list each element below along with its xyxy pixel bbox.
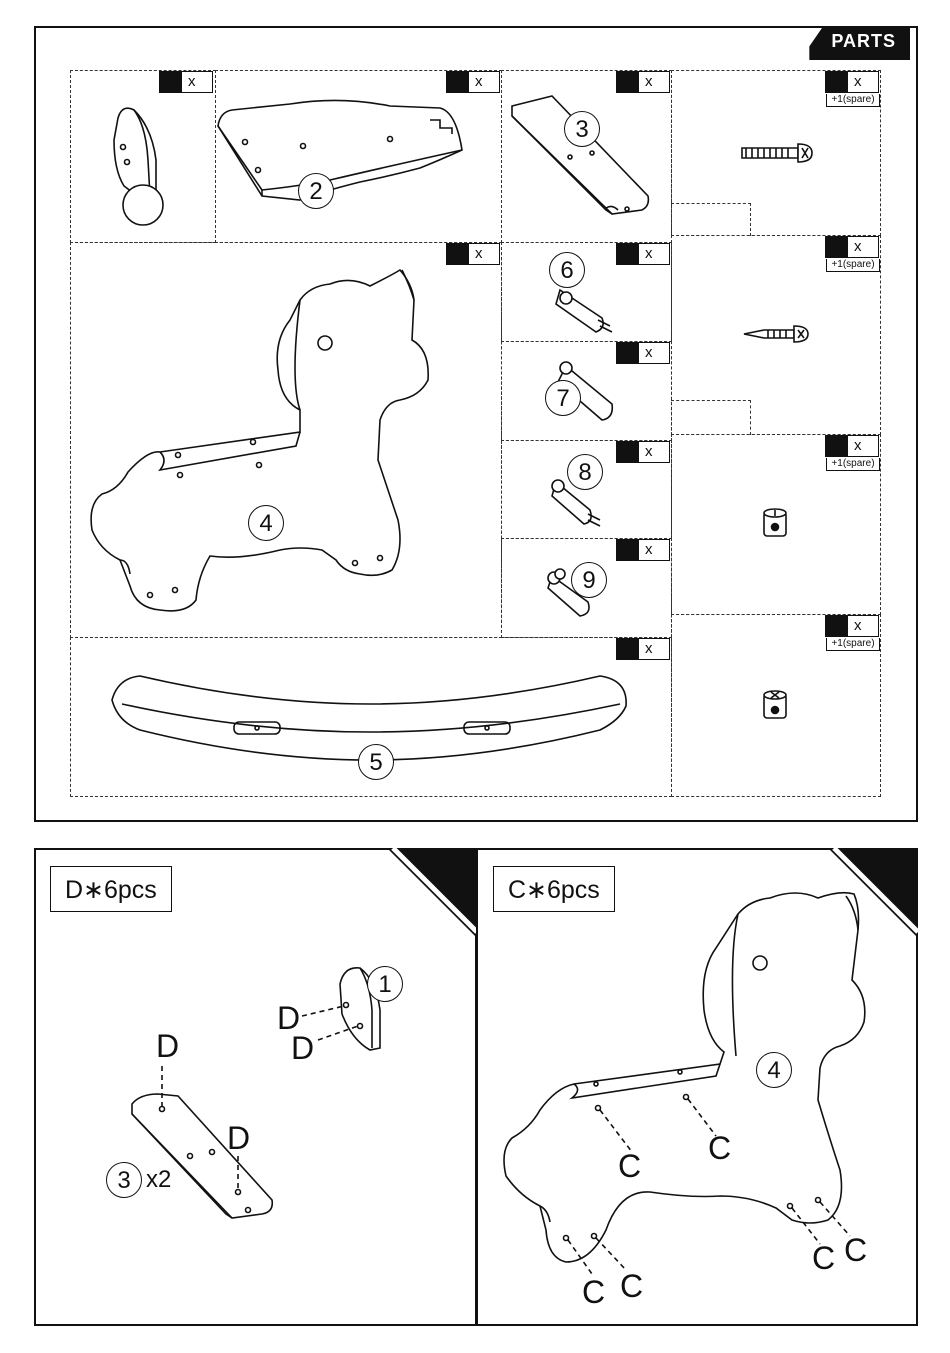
fastener-letter-c: C <box>812 1242 835 1274</box>
fastener-letter-c: C <box>582 1276 605 1308</box>
step-c-part-number-4: 4 <box>756 1052 792 1088</box>
fastener-letter-c: C <box>620 1270 643 1302</box>
fastener-letter-c: C <box>618 1150 641 1182</box>
fastener-letter-c: C <box>844 1234 867 1266</box>
fastener-letter-c: C <box>708 1132 731 1164</box>
